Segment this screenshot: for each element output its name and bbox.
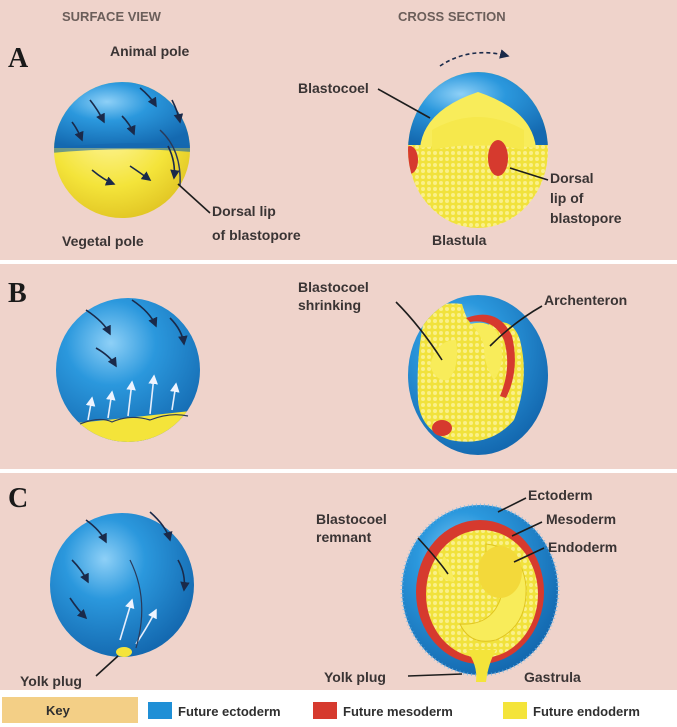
surface-view-header: SURFACE VIEW (62, 9, 162, 24)
mesoderm-label: Mesoderm (546, 511, 616, 527)
vegetal-pole-label: Vegetal pole (62, 233, 144, 249)
ectoderm-label: Ectoderm (528, 487, 593, 503)
dorsal-lip-surface-line-2: of blastopore (212, 227, 301, 243)
blastocoel-shrinking-line-1: Blastocoel (298, 279, 369, 295)
panel-b-letter: B (8, 278, 27, 309)
blastocoel-remnant-line-2: remnant (316, 529, 372, 545)
blastula-label: Blastula (432, 232, 487, 248)
panel-c-letter: C (8, 483, 28, 514)
yolk-plug-surface-label: Yolk plug (20, 673, 82, 689)
archenteron-label: Archenteron (544, 292, 627, 308)
cross-section-header: CROSS SECTION (398, 9, 506, 24)
blastocoel-shrinking-line-2: shrinking (298, 297, 361, 313)
endoderm-label: Endoderm (548, 539, 617, 555)
blastocoel-remnant-line-1: Blastocoel (316, 511, 387, 527)
key-label-ectoderm: Future ectoderm (178, 704, 281, 719)
gastrula-label: Gastrula (524, 669, 581, 685)
blastocoel-label: Blastocoel (298, 80, 369, 96)
dorsal-lip-section-line-2: lip of (550, 190, 584, 206)
key-title-box (2, 697, 138, 723)
key-label-endoderm: Future endoderm (533, 704, 640, 719)
key-label-mesoderm: Future mesoderm (343, 704, 453, 719)
key-title: Key (46, 703, 71, 718)
panel-a-letter: A (8, 43, 29, 74)
early-gastrula-cross-section (408, 295, 548, 455)
yolk-plug-section-label: Yolk plug (324, 669, 386, 685)
key-swatch-mesoderm (313, 702, 337, 719)
gastrula-surface-sphere (50, 512, 194, 657)
key-swatch-endoderm (503, 702, 527, 719)
animal-pole-label: Animal pole (110, 43, 190, 59)
dorsal-lip-section-line-1: Dorsal (550, 170, 594, 186)
key-swatch-ectoderm (148, 702, 172, 719)
dorsal-lip-section-line-3: blastopore (550, 210, 622, 226)
dorsal-lip-surface-line-1: Dorsal lip (212, 203, 276, 219)
